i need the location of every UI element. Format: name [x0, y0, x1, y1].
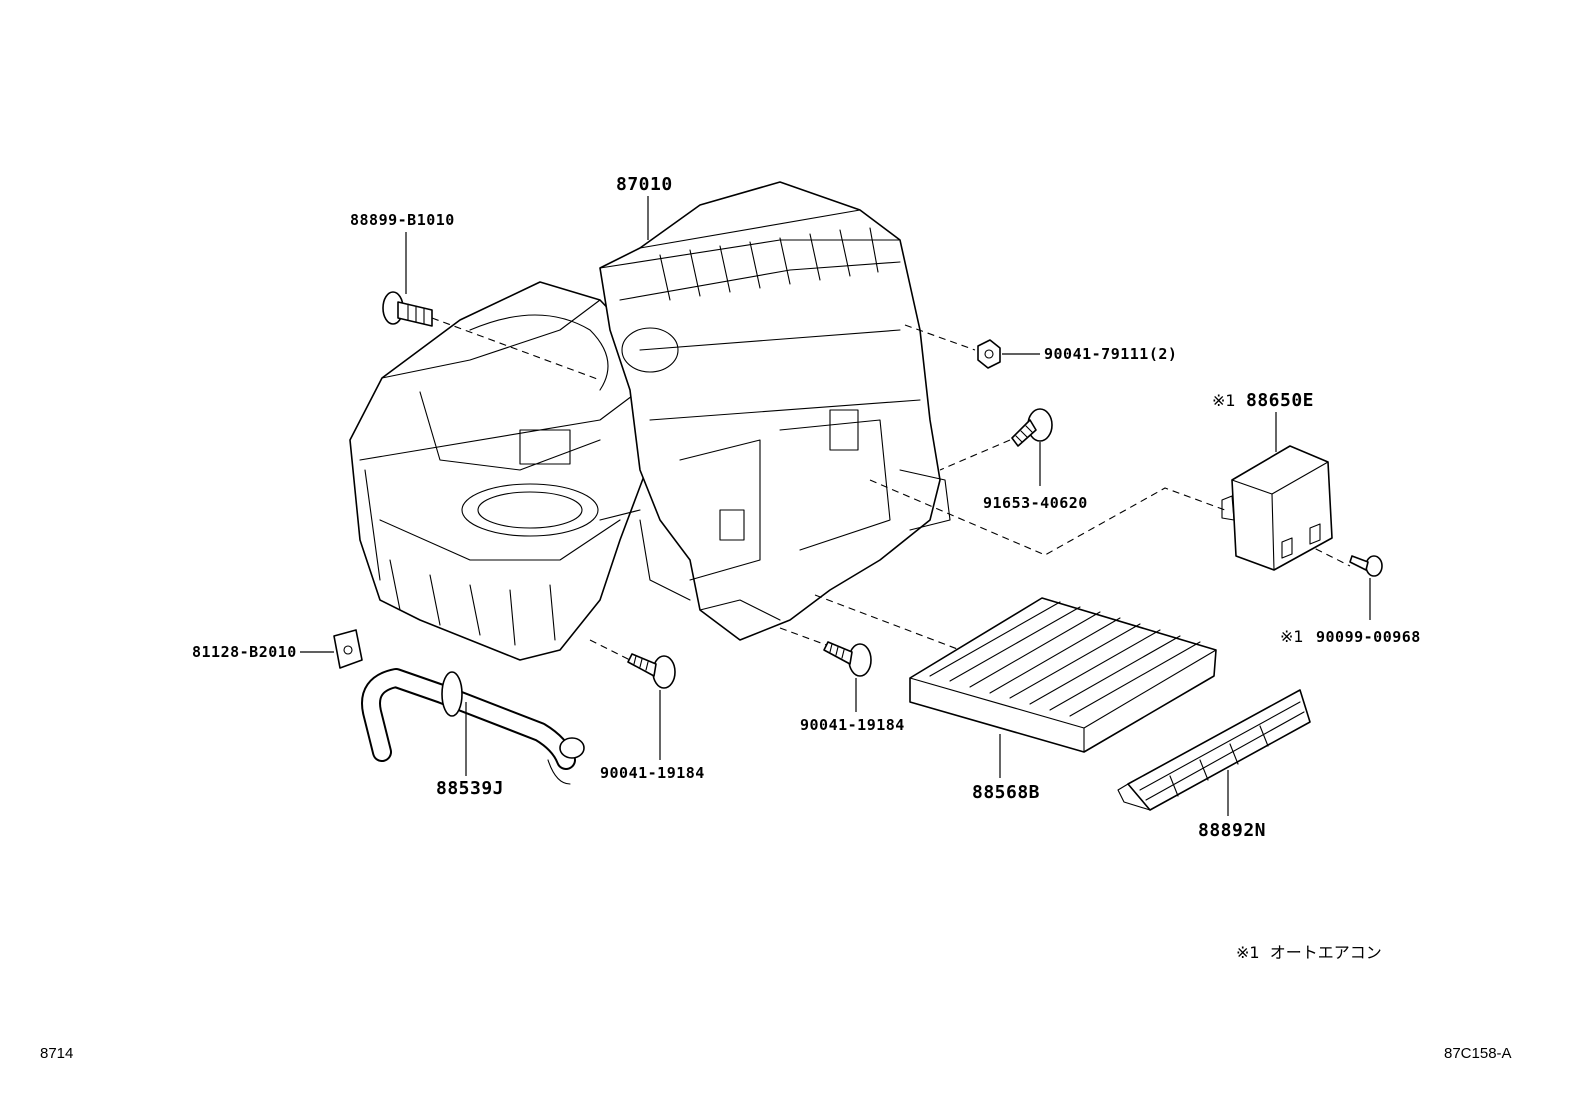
callout-screw-amp-mark: ※1 [1280, 627, 1304, 646]
callout-heater-unit: 87010 [616, 174, 673, 195]
seal-drawing [333, 629, 363, 669]
callout-screw-bottom-mid: 90041-19184 [800, 716, 905, 734]
clip-drawing [382, 291, 433, 327]
callout-filter: 88568B [972, 782, 1040, 803]
filter-drawing [909, 597, 1217, 753]
nut-drawing [977, 339, 1001, 369]
callout-amplifier: 88650E [1246, 390, 1314, 411]
page-code: 8714 [40, 1045, 73, 1062]
callout-screw-bottom-left: 90041-19184 [600, 764, 705, 782]
hose-drawing [361, 668, 585, 785]
amplifier-drawing [1221, 445, 1333, 571]
legend-note: ※1 オートエアコン [1236, 943, 1382, 962]
callout-screw-mid: 91653-40620 [983, 494, 1088, 512]
callout-seal: 81128-B2010 [192, 643, 297, 661]
callout-hose: 88539J [436, 778, 504, 799]
screw-mid-drawing [1011, 408, 1053, 447]
callout-screw-amp: 90099-00968 [1316, 628, 1421, 646]
screw-bottom-mid-drawing [823, 641, 872, 677]
heater-unit-drawing [349, 181, 951, 661]
screw-bottom-left-drawing [627, 653, 676, 689]
filter-cover-drawing [1117, 689, 1311, 811]
callout-nut: 90041-79111(2) [1044, 345, 1177, 363]
screw-amp-drawing [1349, 555, 1383, 577]
callout-filter-cover: 88892N [1198, 820, 1266, 841]
illustration-code: 87C158-A [1444, 1045, 1512, 1062]
leader-lines [300, 196, 1371, 816]
callout-clip: 88899-B1010 [350, 211, 455, 229]
callout-amplifier-mark: ※1 [1212, 391, 1236, 410]
